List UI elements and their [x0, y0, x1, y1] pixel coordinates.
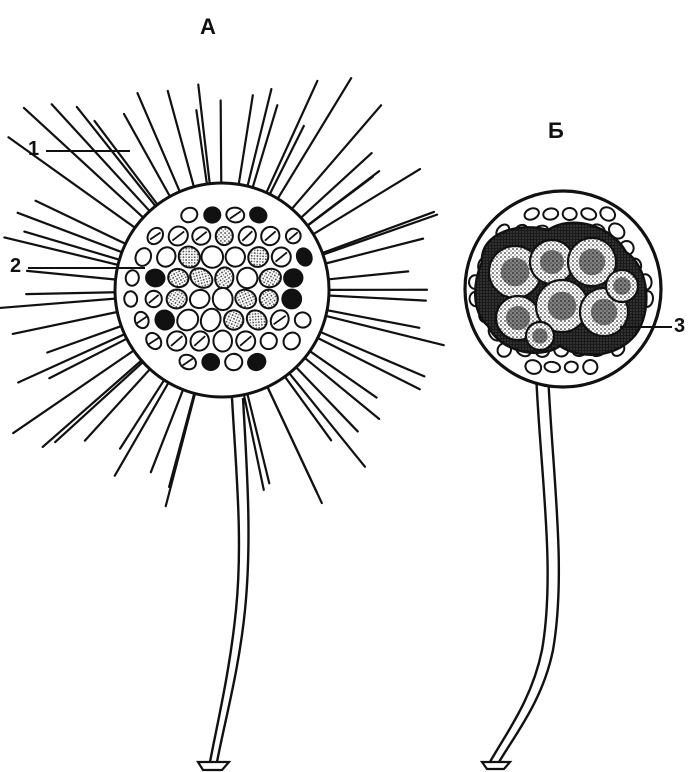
panel-label-b: Б [548, 120, 564, 142]
axopodium-ray [320, 239, 423, 265]
axopodium-ray [168, 91, 196, 193]
axopodium-ray [322, 271, 408, 280]
organism-a-stalk-foot [198, 762, 229, 770]
axopodium-ray [137, 93, 182, 197]
callout-label-1: 1 [28, 139, 39, 159]
lattice-pore [215, 227, 233, 246]
axopodium-ray [151, 384, 185, 472]
axopodium-ray [297, 153, 372, 222]
axopodium-ray [305, 348, 377, 398]
axopodium-ray [169, 388, 196, 487]
lattice-pore [212, 287, 233, 311]
cyst-core [548, 292, 577, 321]
axopodium-ray [0, 298, 121, 309]
axopodium-ray [312, 335, 420, 389]
axopodium-ray [52, 104, 154, 215]
cyst-core [591, 299, 617, 325]
cyst-core [540, 250, 564, 274]
lattice-pore [203, 206, 221, 223]
axopodium-ray [120, 375, 167, 449]
axopodium-ray [221, 101, 222, 189]
cyst-core [501, 258, 530, 287]
axopodium-ray [264, 81, 317, 198]
panel-label-a: А [200, 16, 216, 38]
organism-b-stalk [482, 362, 559, 769]
axopodium-ray [27, 271, 121, 280]
axopodium-ray [95, 121, 162, 209]
cyst-core [532, 328, 547, 343]
axopodium-ray [18, 332, 130, 383]
cyst-core [613, 277, 631, 295]
organism-a-stalk [198, 398, 249, 770]
cyst-core [506, 306, 530, 330]
callout-label-2: 2 [10, 256, 21, 276]
lattice-pore [564, 361, 578, 373]
lattice-pore [124, 291, 138, 308]
organism-b-encysted-capsule [465, 191, 661, 387]
axopodium-ray [4, 237, 123, 266]
organism-b-stalk-foot [482, 762, 510, 769]
axopodium-ray [49, 336, 132, 378]
axopodium-ray [323, 295, 426, 300]
cyst-core [579, 249, 605, 275]
axopodium-ray [246, 388, 269, 483]
lattice-pore [213, 330, 232, 351]
callout-label-3: 3 [674, 316, 685, 336]
organism-b-cyst-mass [475, 223, 646, 355]
axopodium-ray [13, 347, 138, 433]
lattice-pore [562, 207, 577, 220]
lattice-pore [125, 269, 140, 286]
organism-a-lattice-capsule [115, 183, 329, 397]
axopodium-ray [317, 212, 434, 255]
axopodium-ray [115, 377, 172, 475]
axopodium-ray [26, 292, 121, 294]
